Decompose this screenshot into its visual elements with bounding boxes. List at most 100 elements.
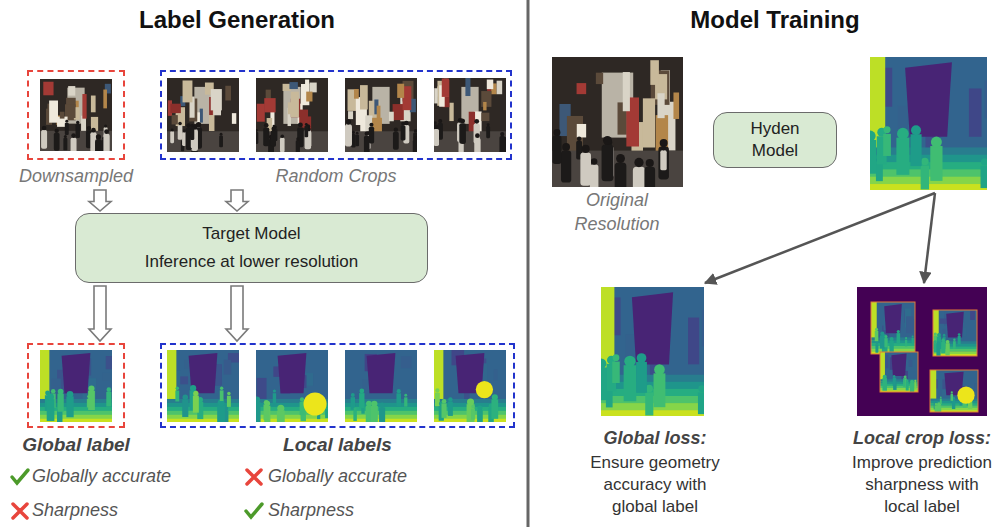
photo-sign [577,83,587,94]
photo-street [434,131,506,152]
depth-head [897,330,900,333]
photo-head [634,158,643,167]
photo-person [602,145,614,182]
photo-head [356,132,359,135]
depth-map [345,350,417,422]
depth-map [167,350,239,422]
photo-head [616,154,625,163]
depth-head [912,335,914,337]
depth-head [471,405,474,408]
street-photo [40,79,112,151]
depth-person [937,405,941,412]
depth-head [227,392,231,396]
depth-head [273,390,276,393]
depth-head [698,385,704,392]
depth-head [256,396,260,403]
depth-head [910,380,914,384]
depth-head [906,380,909,383]
depth-map [601,287,704,416]
depth-person [884,338,887,347]
photo-person [304,126,308,138]
depth-region [969,88,982,136]
photo-person [633,167,645,187]
depth-far [278,353,307,393]
depth-person [264,404,269,419]
depth-head [379,403,384,408]
depth-head [953,339,955,341]
photo-person [75,124,79,138]
depth-person [952,399,955,409]
depth-person [88,391,95,410]
depth-far [884,304,902,333]
photo-person [499,136,505,152]
photo-head [661,146,666,151]
photo-person [256,132,258,144]
depth-person [906,382,909,390]
photo-head [401,122,405,126]
photo-sign [49,101,58,123]
photo-head [87,126,91,130]
depth-region [688,318,699,365]
photo-person [580,153,591,186]
dashed-frame [27,70,125,160]
depth-head [492,394,498,400]
photo-person [434,129,439,146]
depth-person [889,341,893,353]
depth-person [467,404,475,422]
depth-person [379,407,385,422]
depth-person [277,410,285,422]
depth-head [981,158,987,165]
cross-icon [13,504,27,518]
depth-person [471,409,475,420]
depth-region [176,371,180,386]
dashed-frame [160,343,515,428]
photo-sign [393,104,404,120]
depth-head [467,398,474,405]
depth-region [906,316,913,333]
photo-person [552,136,561,164]
photo-head [414,129,417,133]
depth-far [905,62,952,136]
photo-person [263,127,269,146]
photo-head [369,123,373,127]
crop-outline [880,352,918,392]
depth-head [277,405,284,412]
depth-person [325,409,328,418]
depth-head [931,137,942,148]
depth-head [905,337,907,339]
depth-person [491,399,498,418]
loss-heading: Global loss: [575,428,735,449]
depth-person [227,396,231,407]
photo-ground [256,78,328,152]
depth-person [404,397,407,406]
photo-head [71,133,76,138]
photo-sign [68,86,75,96]
photo-head [460,118,465,123]
photo-sign [60,112,65,119]
photo-person [65,123,69,135]
photo-head [171,129,174,132]
depth-person [175,390,179,401]
property-label: Sharpness [268,500,468,521]
depth-head [883,375,887,379]
photo-person [590,164,599,187]
depth-head [946,340,950,344]
depth-head [914,380,916,382]
photo-head [404,121,408,125]
depth-region [40,350,112,422]
depth-person [953,341,956,349]
photo-head [183,129,186,132]
depth-head [940,396,942,398]
photo-head [603,136,612,145]
depth-person [951,394,954,401]
photo-sign [288,102,294,114]
photo-person [219,136,223,148]
photo-sign [449,103,453,121]
depth-map [933,310,977,356]
photo-head [394,127,398,131]
photo-head [271,127,275,131]
depth-head [893,375,896,378]
dashed-frame [160,70,512,160]
